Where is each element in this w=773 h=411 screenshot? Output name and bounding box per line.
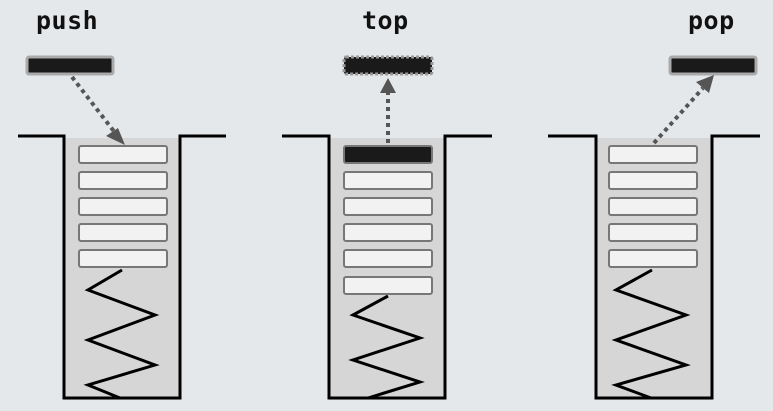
top-label: top [362, 6, 409, 35]
popped-element [668, 55, 758, 76]
stack-walls [282, 134, 492, 400]
top-stack-diagram [282, 55, 492, 400]
stack-element [608, 249, 698, 268]
spring [348, 294, 425, 400]
stack-element [343, 276, 433, 295]
stack-element [78, 223, 168, 242]
pop-label: pop [688, 6, 735, 35]
pop-arrow [652, 86, 705, 145]
stack-element [608, 171, 698, 190]
pushed-element [25, 55, 115, 76]
stack-element [78, 171, 168, 190]
stack-element [343, 249, 433, 268]
push-label: push [36, 6, 99, 35]
stack-walls [548, 134, 760, 400]
pop-arrowhead-icon [696, 75, 714, 93]
push-arrowhead-icon [106, 128, 125, 145]
push-panel: push [0, 0, 258, 411]
push-arrow [70, 75, 118, 136]
stack-element [343, 197, 433, 216]
pop-panel: pop [516, 0, 773, 411]
spring [611, 268, 691, 400]
top-arrowhead-icon [380, 78, 396, 93]
push-stack-diagram [18, 55, 226, 400]
top-element [343, 145, 433, 164]
stack-element [608, 197, 698, 216]
stack-element [343, 171, 433, 190]
top-panel: top [258, 0, 516, 411]
peeked-element [342, 55, 434, 76]
stack-element [608, 223, 698, 242]
pop-stack-diagram [548, 55, 760, 400]
stack-walls [18, 134, 226, 400]
stack-element [343, 223, 433, 242]
stack-element [78, 145, 168, 164]
spring [83, 268, 160, 400]
stack-element [608, 145, 698, 164]
stack-element [78, 197, 168, 216]
stack-element [78, 249, 168, 268]
